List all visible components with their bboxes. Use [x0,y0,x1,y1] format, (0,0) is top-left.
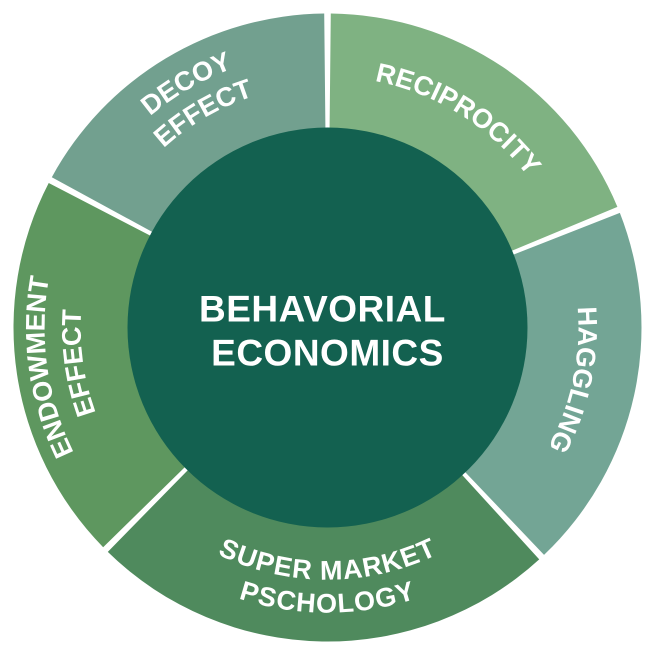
segment-reciprocity [329,13,618,253]
segment-decoy-effect [51,13,326,235]
center-title-line-1: BEHAVORIAL [199,289,445,330]
center-title-line-2: ECONOMICS [211,333,444,374]
segment-endowment-effect [13,182,189,548]
center-title: BEHAVORIAL ECONOMICS [199,289,456,374]
segment-super-market-pschology [107,466,540,642]
center-circle [127,127,528,528]
segment-haggling [461,212,642,555]
outer-ring [13,13,642,642]
